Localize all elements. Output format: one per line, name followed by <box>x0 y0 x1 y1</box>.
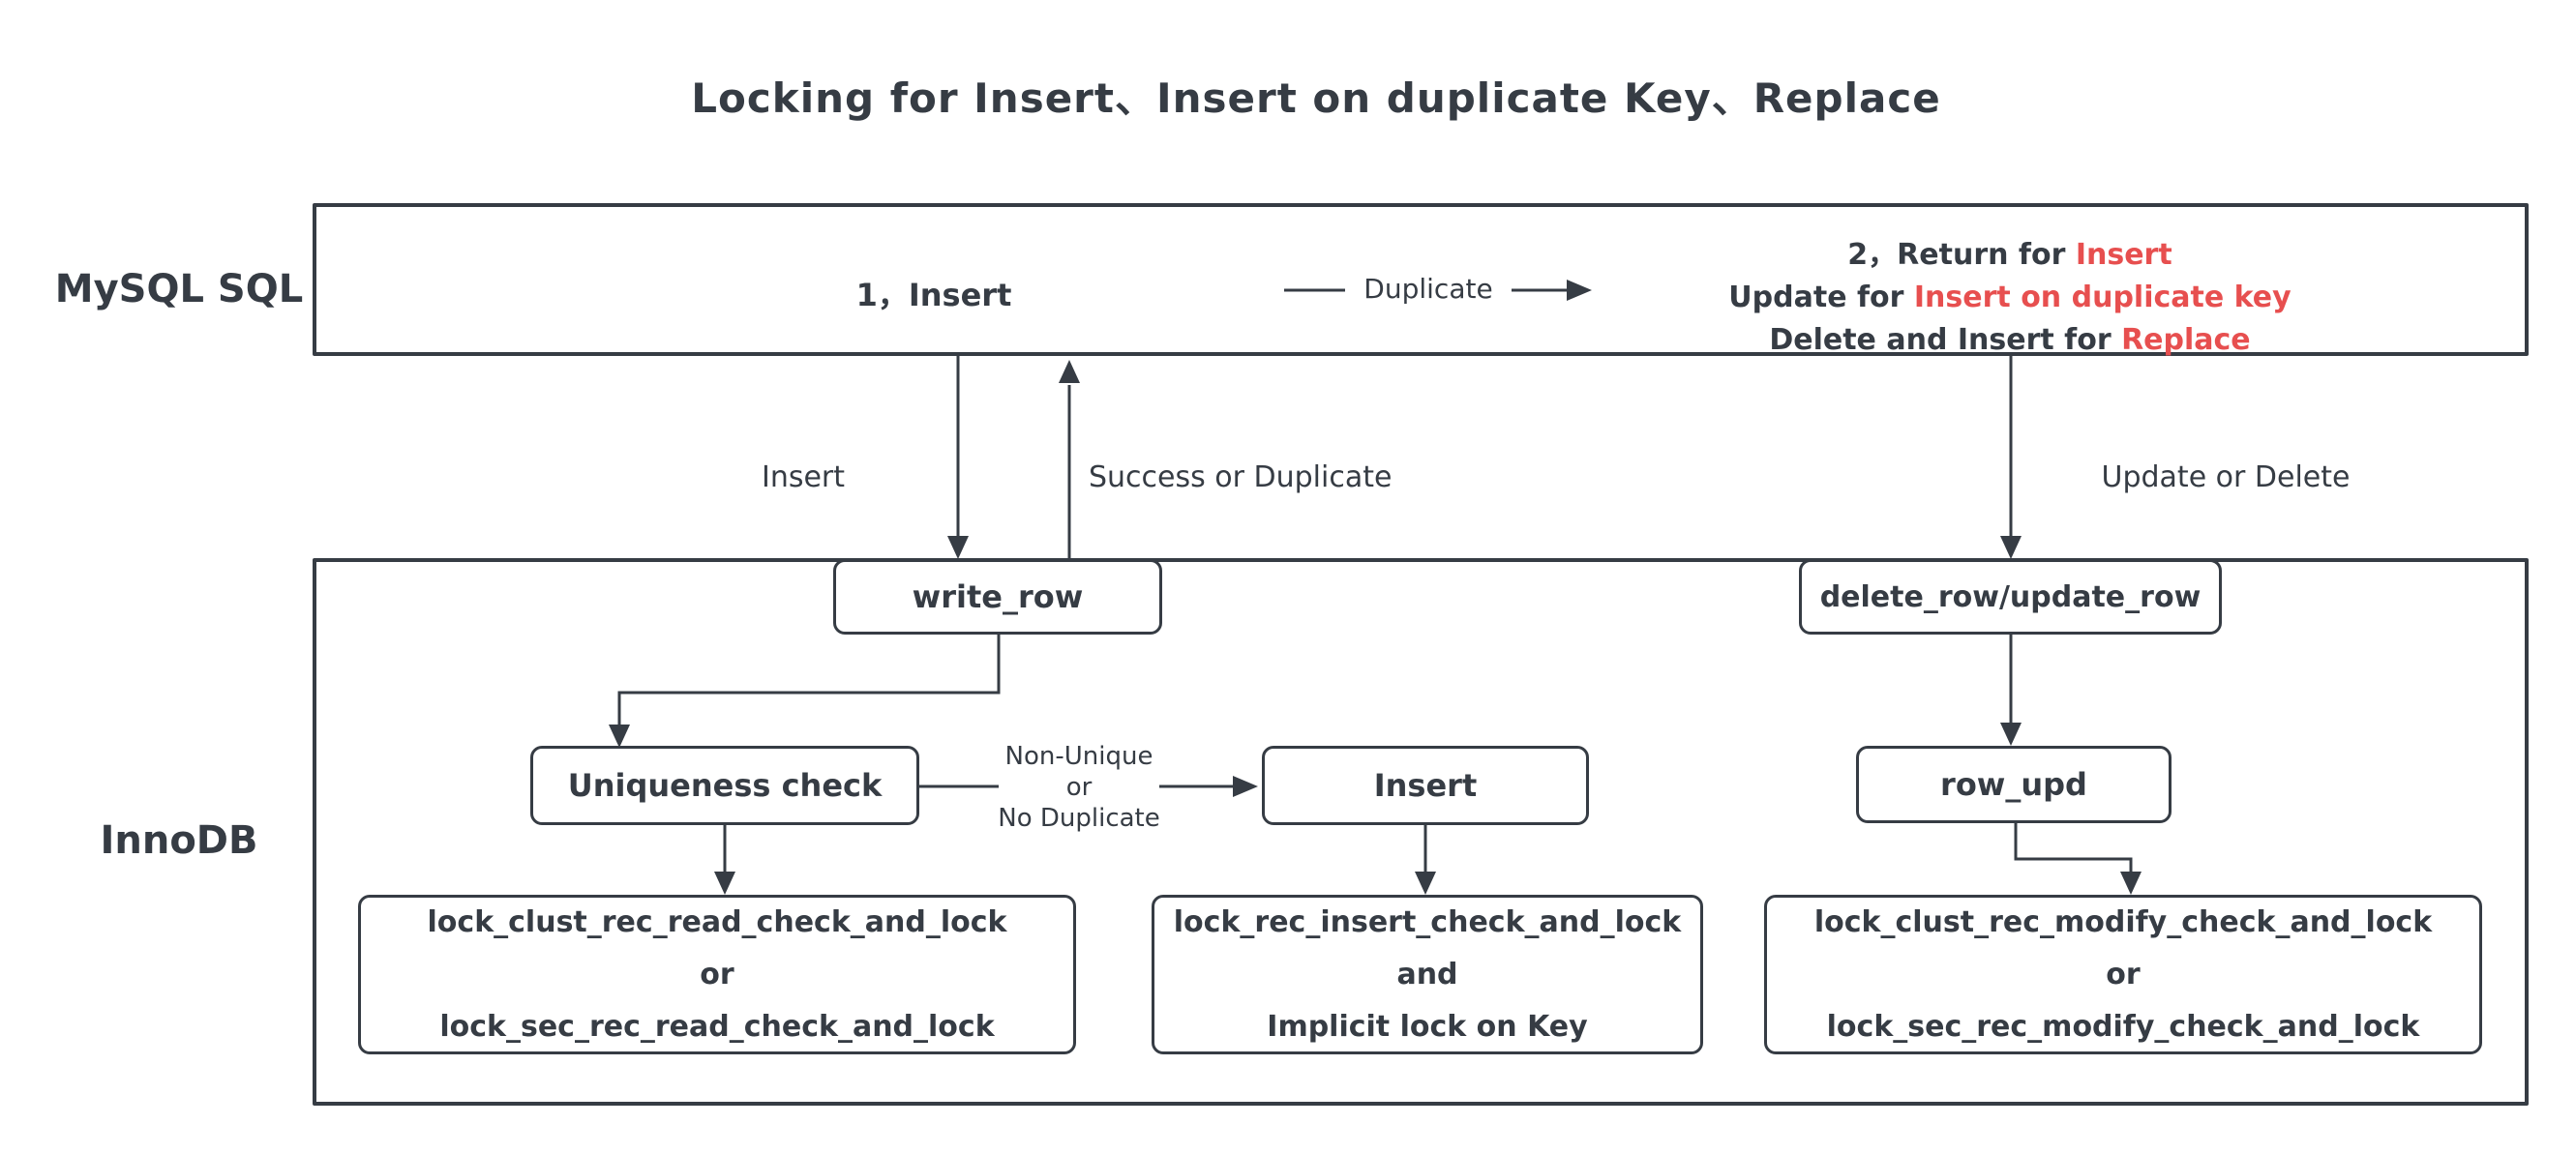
arrow-uniqueness-to-insert <box>919 776 1258 797</box>
result-line-return: 2，Return for Insert <box>1847 238 2172 272</box>
node-uniqueness-check: Uniqueness check <box>530 746 919 825</box>
edge-label-insert: Insert <box>761 460 846 494</box>
arrow-rowupd-to-lockmodify <box>2014 823 2142 895</box>
duplicate-edge-label: Duplicate <box>1345 273 1512 305</box>
diagram-title: Locking for Insert、Insert on duplicate K… <box>691 74 1941 122</box>
arrow-insertnode-to-lockinsert <box>1415 825 1436 895</box>
step1-insert-text: 1，Insert <box>855 277 1012 313</box>
edge-label-success-or-duplicate: Success or Duplicate <box>1089 460 1393 494</box>
edge-label-update-or-delete: Update or Delete <box>2101 460 2351 494</box>
arrow-update-delete-down <box>2000 356 2022 559</box>
node-lock-modify-check: lock_clust_rec_modify_check_and_lock or … <box>1764 895 2482 1054</box>
arrow-success-up <box>1059 360 1080 559</box>
arrow-writerow-to-uniqueness <box>609 635 1001 748</box>
step2-result-text: 2，Return for Insert Update for Insert on… <box>1623 234 2397 362</box>
result-highlight-replace: Replace <box>2121 323 2251 357</box>
node-delete-row-update-row: delete_row/update_row <box>1799 559 2222 635</box>
node-row-upd: row_upd <box>1856 746 2172 823</box>
node-insert: Insert <box>1262 746 1589 825</box>
node-lock-read-check: lock_clust_rec_read_check_and_lock or lo… <box>358 895 1076 1054</box>
lane-label-innodb: InnoDB <box>100 818 258 863</box>
edge-label-non-unique: Non-Unique or No Duplicate <box>998 742 1160 833</box>
result-highlight-insert: Insert <box>2075 238 2172 272</box>
node-write-row: write_row <box>833 559 1162 635</box>
lane-label-mysql-sql: MySQL SQL <box>54 267 304 311</box>
arrow-deleterow-to-rowupd <box>2000 635 2022 746</box>
arrow-uniqueness-to-lockread <box>714 825 735 895</box>
mysql-sql-container-box <box>313 203 2529 356</box>
arrow-insert-down <box>947 356 969 559</box>
result-highlight-duplicate-key: Insert on duplicate key <box>1913 281 2291 314</box>
node-lock-insert-check: lock_rec_insert_check_and_lock and Impli… <box>1152 895 1703 1054</box>
result-line-update: Update for Insert on duplicate key <box>1728 281 2291 314</box>
result-line-replace: Delete and Insert for Replace <box>1769 323 2251 357</box>
